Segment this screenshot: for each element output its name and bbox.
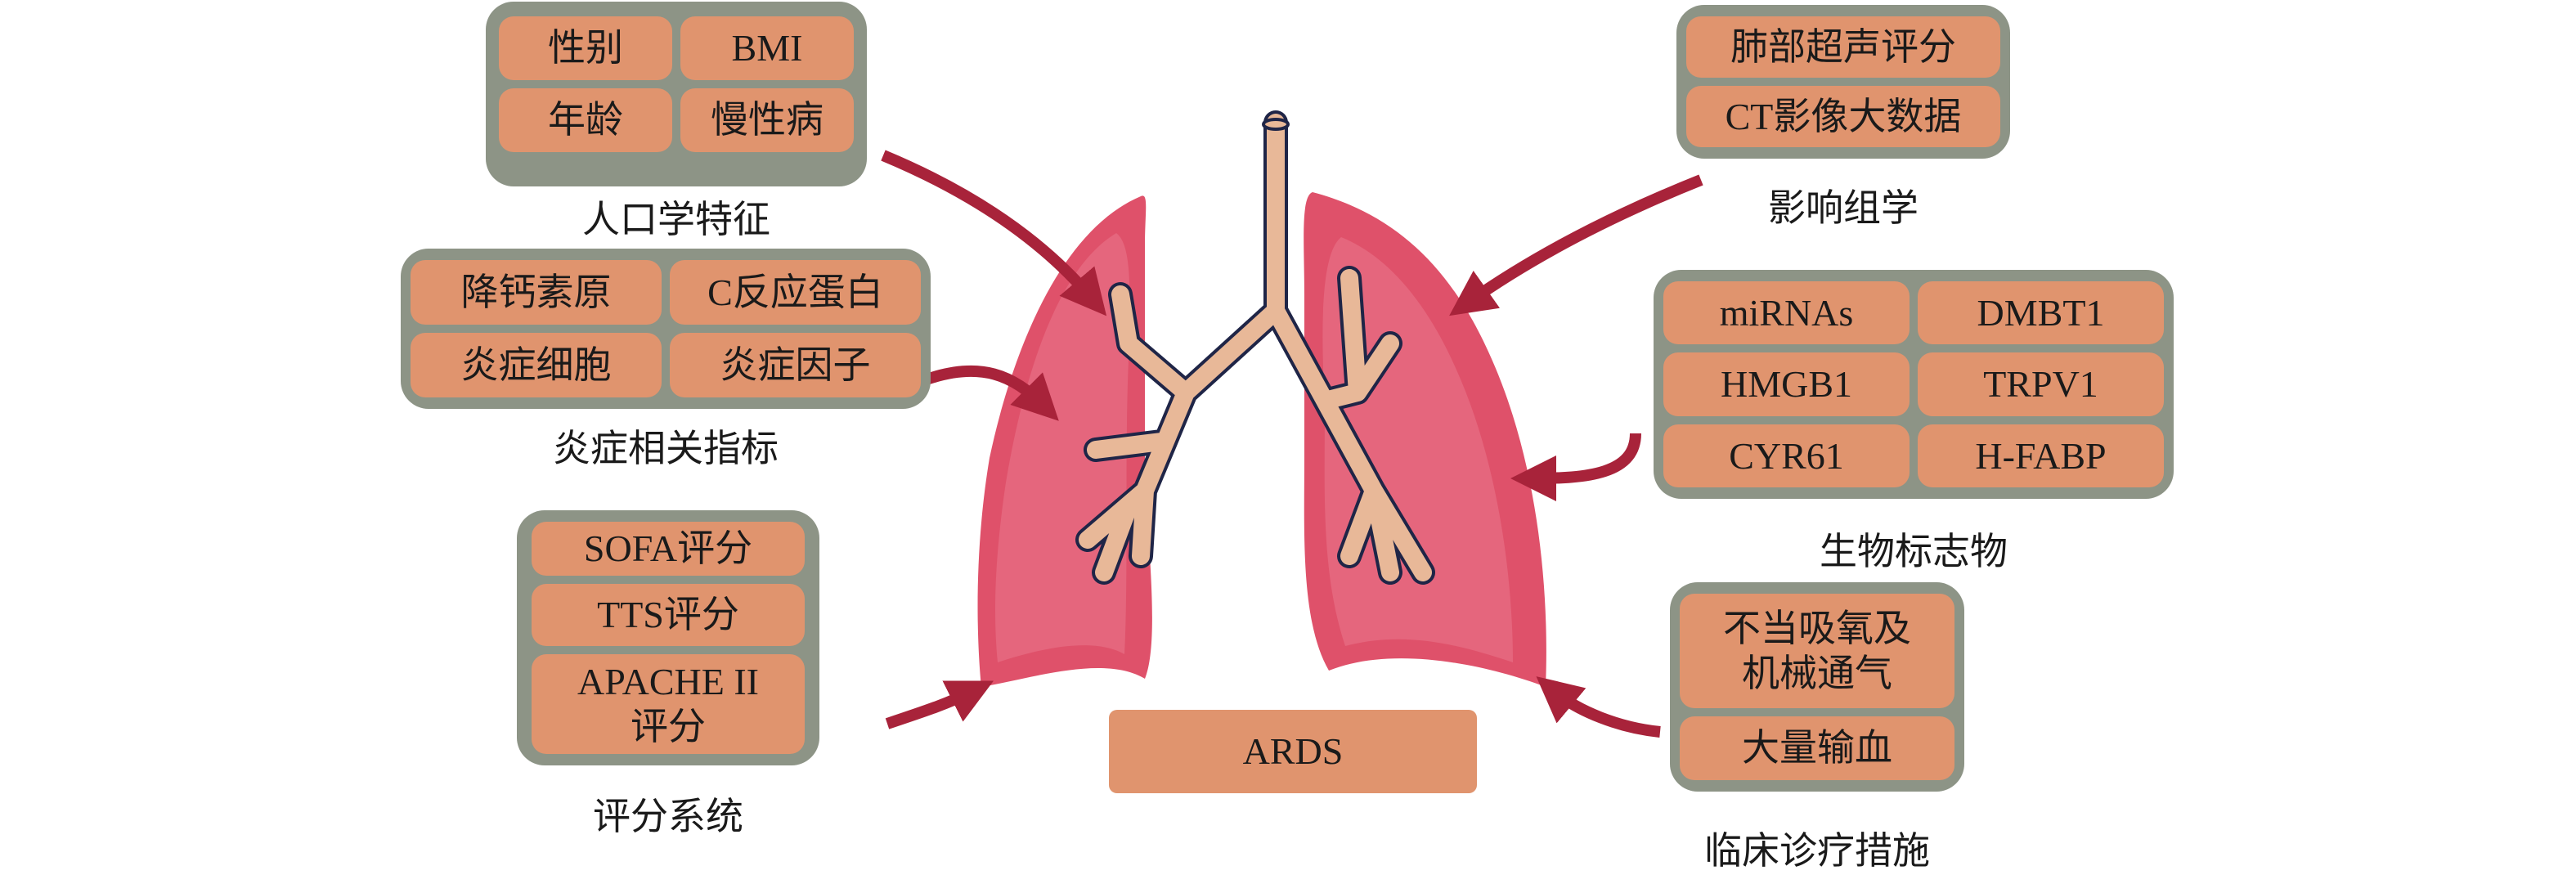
factor-age: 年龄 bbox=[499, 88, 672, 152]
clinical-title: 临床诊疗措施 bbox=[1704, 830, 1930, 872]
demographics-box: 性别 BMI 年龄 慢性病 bbox=[486, 2, 867, 186]
arrow-clinical bbox=[1536, 676, 1661, 738]
score-apache-ii: APACHE II 评分 bbox=[532, 654, 805, 754]
clinical-box: 不当吸氧及 机械通气 大量输血 bbox=[1670, 582, 1964, 792]
arrow-demographics bbox=[881, 150, 1107, 316]
arrow-biomarkers bbox=[1510, 433, 1641, 501]
factor-procalcitonin: 降钙素原 bbox=[411, 260, 662, 325]
biomarker-dmbt1: DMBT1 bbox=[1918, 281, 2164, 345]
biomarkers-box: miRNAs DMBT1 HMGB1 TRPV1 CYR61 H-FABP bbox=[1654, 270, 2174, 499]
factor-crp: C反应蛋白 bbox=[670, 260, 921, 325]
arrow-scoring bbox=[885, 680, 994, 729]
scoring-box: SOFA评分 TTS评分 APACHE II 评分 bbox=[517, 510, 819, 765]
factor-massive-transfusion: 大量输血 bbox=[1680, 716, 1954, 780]
biomarker-hmgb1: HMGB1 bbox=[1663, 352, 1910, 416]
biomarker-cyr61: CYR61 bbox=[1663, 424, 1910, 487]
factor-oxygen-ventilation: 不当吸氧及 机械通气 bbox=[1680, 594, 1954, 708]
demographics-title: 人口学特征 bbox=[582, 199, 770, 240]
radiomics-title: 影响组学 bbox=[1768, 187, 1919, 229]
factor-chronic-disease: 慢性病 bbox=[680, 88, 854, 152]
biomarker-trpv1: TRPV1 bbox=[1918, 352, 2164, 416]
biomarker-h-fabp: H-FABP bbox=[1918, 424, 2164, 487]
arrow-radiomics bbox=[1449, 174, 1703, 316]
biomarker-mirnas: miRNAs bbox=[1663, 281, 1910, 345]
score-tts: TTS评分 bbox=[532, 584, 805, 646]
biomarkers-title: 生物标志物 bbox=[1820, 531, 2008, 572]
ards-label-box: ARDS bbox=[1109, 710, 1477, 793]
factor-ct-big-data: CT影像大数据 bbox=[1686, 86, 2000, 147]
factor-lung-ultrasound-score: 肺部超声评分 bbox=[1686, 16, 2000, 78]
radiomics-box: 肺部超声评分 CT影像大数据 bbox=[1676, 5, 2010, 159]
inflammation-title: 炎症相关指标 bbox=[553, 428, 779, 469]
factor-gender: 性别 bbox=[499, 16, 672, 80]
factor-inflammatory-cells: 炎症细胞 bbox=[411, 333, 662, 397]
arrow-inflammation bbox=[922, 365, 1059, 421]
arrows bbox=[881, 150, 1703, 738]
factor-inflammatory-cytokines: 炎症因子 bbox=[670, 333, 921, 397]
factor-bmi: BMI bbox=[680, 16, 854, 80]
inflammation-box: 降钙素原 C反应蛋白 炎症细胞 炎症因子 bbox=[401, 249, 931, 409]
scoring-title: 评分系统 bbox=[593, 796, 743, 837]
trachea-bronchi bbox=[1075, 110, 1435, 585]
score-sofa: SOFA评分 bbox=[532, 522, 805, 576]
